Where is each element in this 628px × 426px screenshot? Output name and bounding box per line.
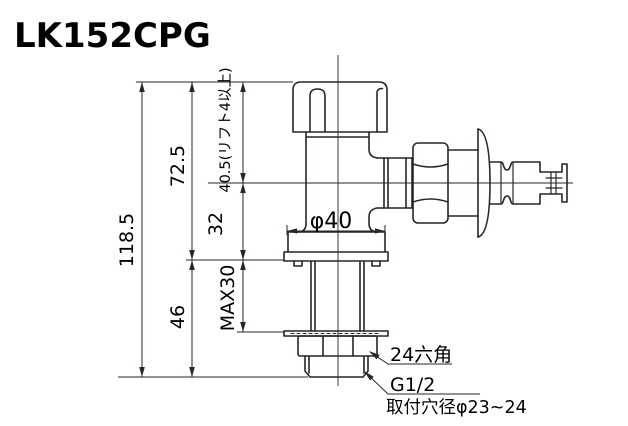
callout-labels: 24六角 G1/2 取付穴径φ23~24 bbox=[386, 344, 527, 418]
dim-phi40 bbox=[286, 225, 386, 235]
handle-cap bbox=[292, 81, 388, 133]
side-branch bbox=[376, 157, 414, 209]
leader-arrow-thread bbox=[364, 371, 374, 381]
faucet-body bbox=[283, 81, 568, 378]
dimension-labels: 118.5 72.5 40.5(リフト4以上) 32 MAX30 46 φ40 bbox=[116, 67, 352, 331]
dim-label-body-to-deck: 32 bbox=[205, 212, 227, 236]
dimension-arrows bbox=[139, 82, 385, 381]
base-flange bbox=[287, 231, 386, 253]
leader-arrow-hex bbox=[369, 351, 380, 360]
centerlines bbox=[208, 55, 573, 386]
threaded-shank bbox=[310, 261, 365, 332]
seal-tabs bbox=[293, 260, 381, 267]
dim-label-under-deck: 46 bbox=[167, 305, 189, 329]
bonnet-collar bbox=[305, 131, 370, 138]
dim-label-max-deck: MAX30 bbox=[217, 265, 239, 332]
dim-label-flange-diameter: φ40 bbox=[310, 209, 353, 234]
lock-nut bbox=[297, 335, 378, 357]
handle-ridge bbox=[309, 88, 326, 133]
dim-label-overall-height: 118.5 bbox=[116, 213, 138, 267]
spout-nozzle bbox=[489, 161, 568, 205]
callout-mounting-hole: 取付穴径φ23~24 bbox=[386, 398, 527, 418]
leader-thread bbox=[364, 371, 480, 395]
spout-hex-nut bbox=[412, 142, 449, 224]
spout-flange bbox=[477, 128, 491, 238]
callout-thread-size: G1/2 bbox=[390, 374, 435, 396]
base-plate bbox=[283, 251, 389, 262]
callout-hex-size: 24六角 bbox=[390, 344, 452, 366]
dim-label-upper-height: 72.5 bbox=[167, 145, 189, 187]
spout-cylinder bbox=[447, 149, 479, 217]
dim-label-lift: 40.5(リフト4以上) bbox=[217, 67, 234, 192]
drawing-title: LK152CPG bbox=[14, 16, 211, 56]
dimension-lines bbox=[118, 81, 480, 395]
handle-ridge-right bbox=[376, 87, 384, 133]
inlet-thread bbox=[304, 355, 369, 378]
